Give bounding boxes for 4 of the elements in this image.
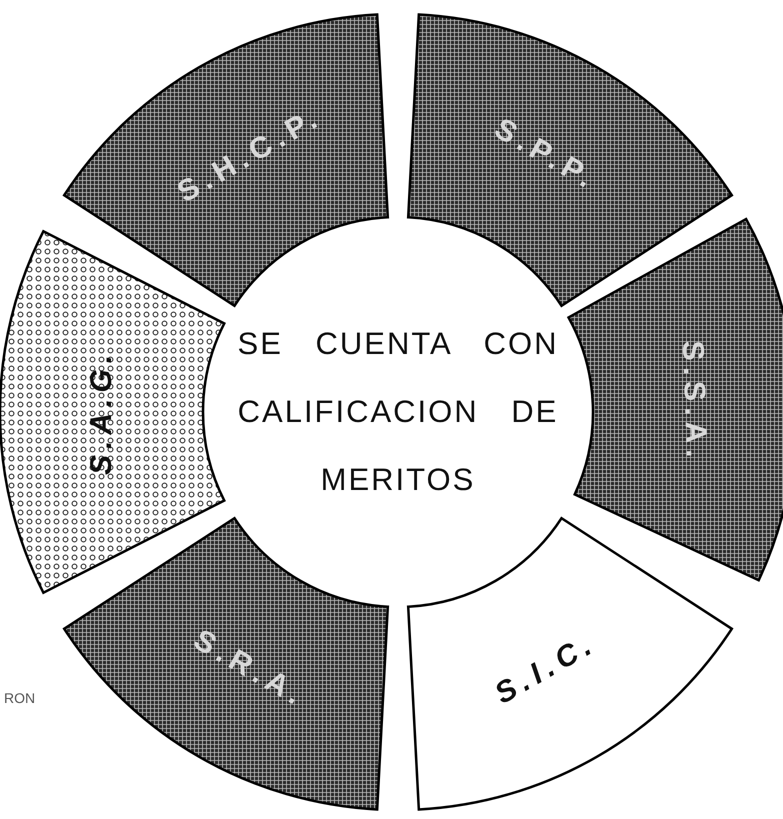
segment-label: S.S.A. xyxy=(675,340,714,464)
segment-label: S.A.G. xyxy=(84,349,118,475)
center-text: SE CUENTA CON CALIFICACION DE MERITOS xyxy=(236,325,560,499)
cut-off-text: RON xyxy=(4,690,36,706)
